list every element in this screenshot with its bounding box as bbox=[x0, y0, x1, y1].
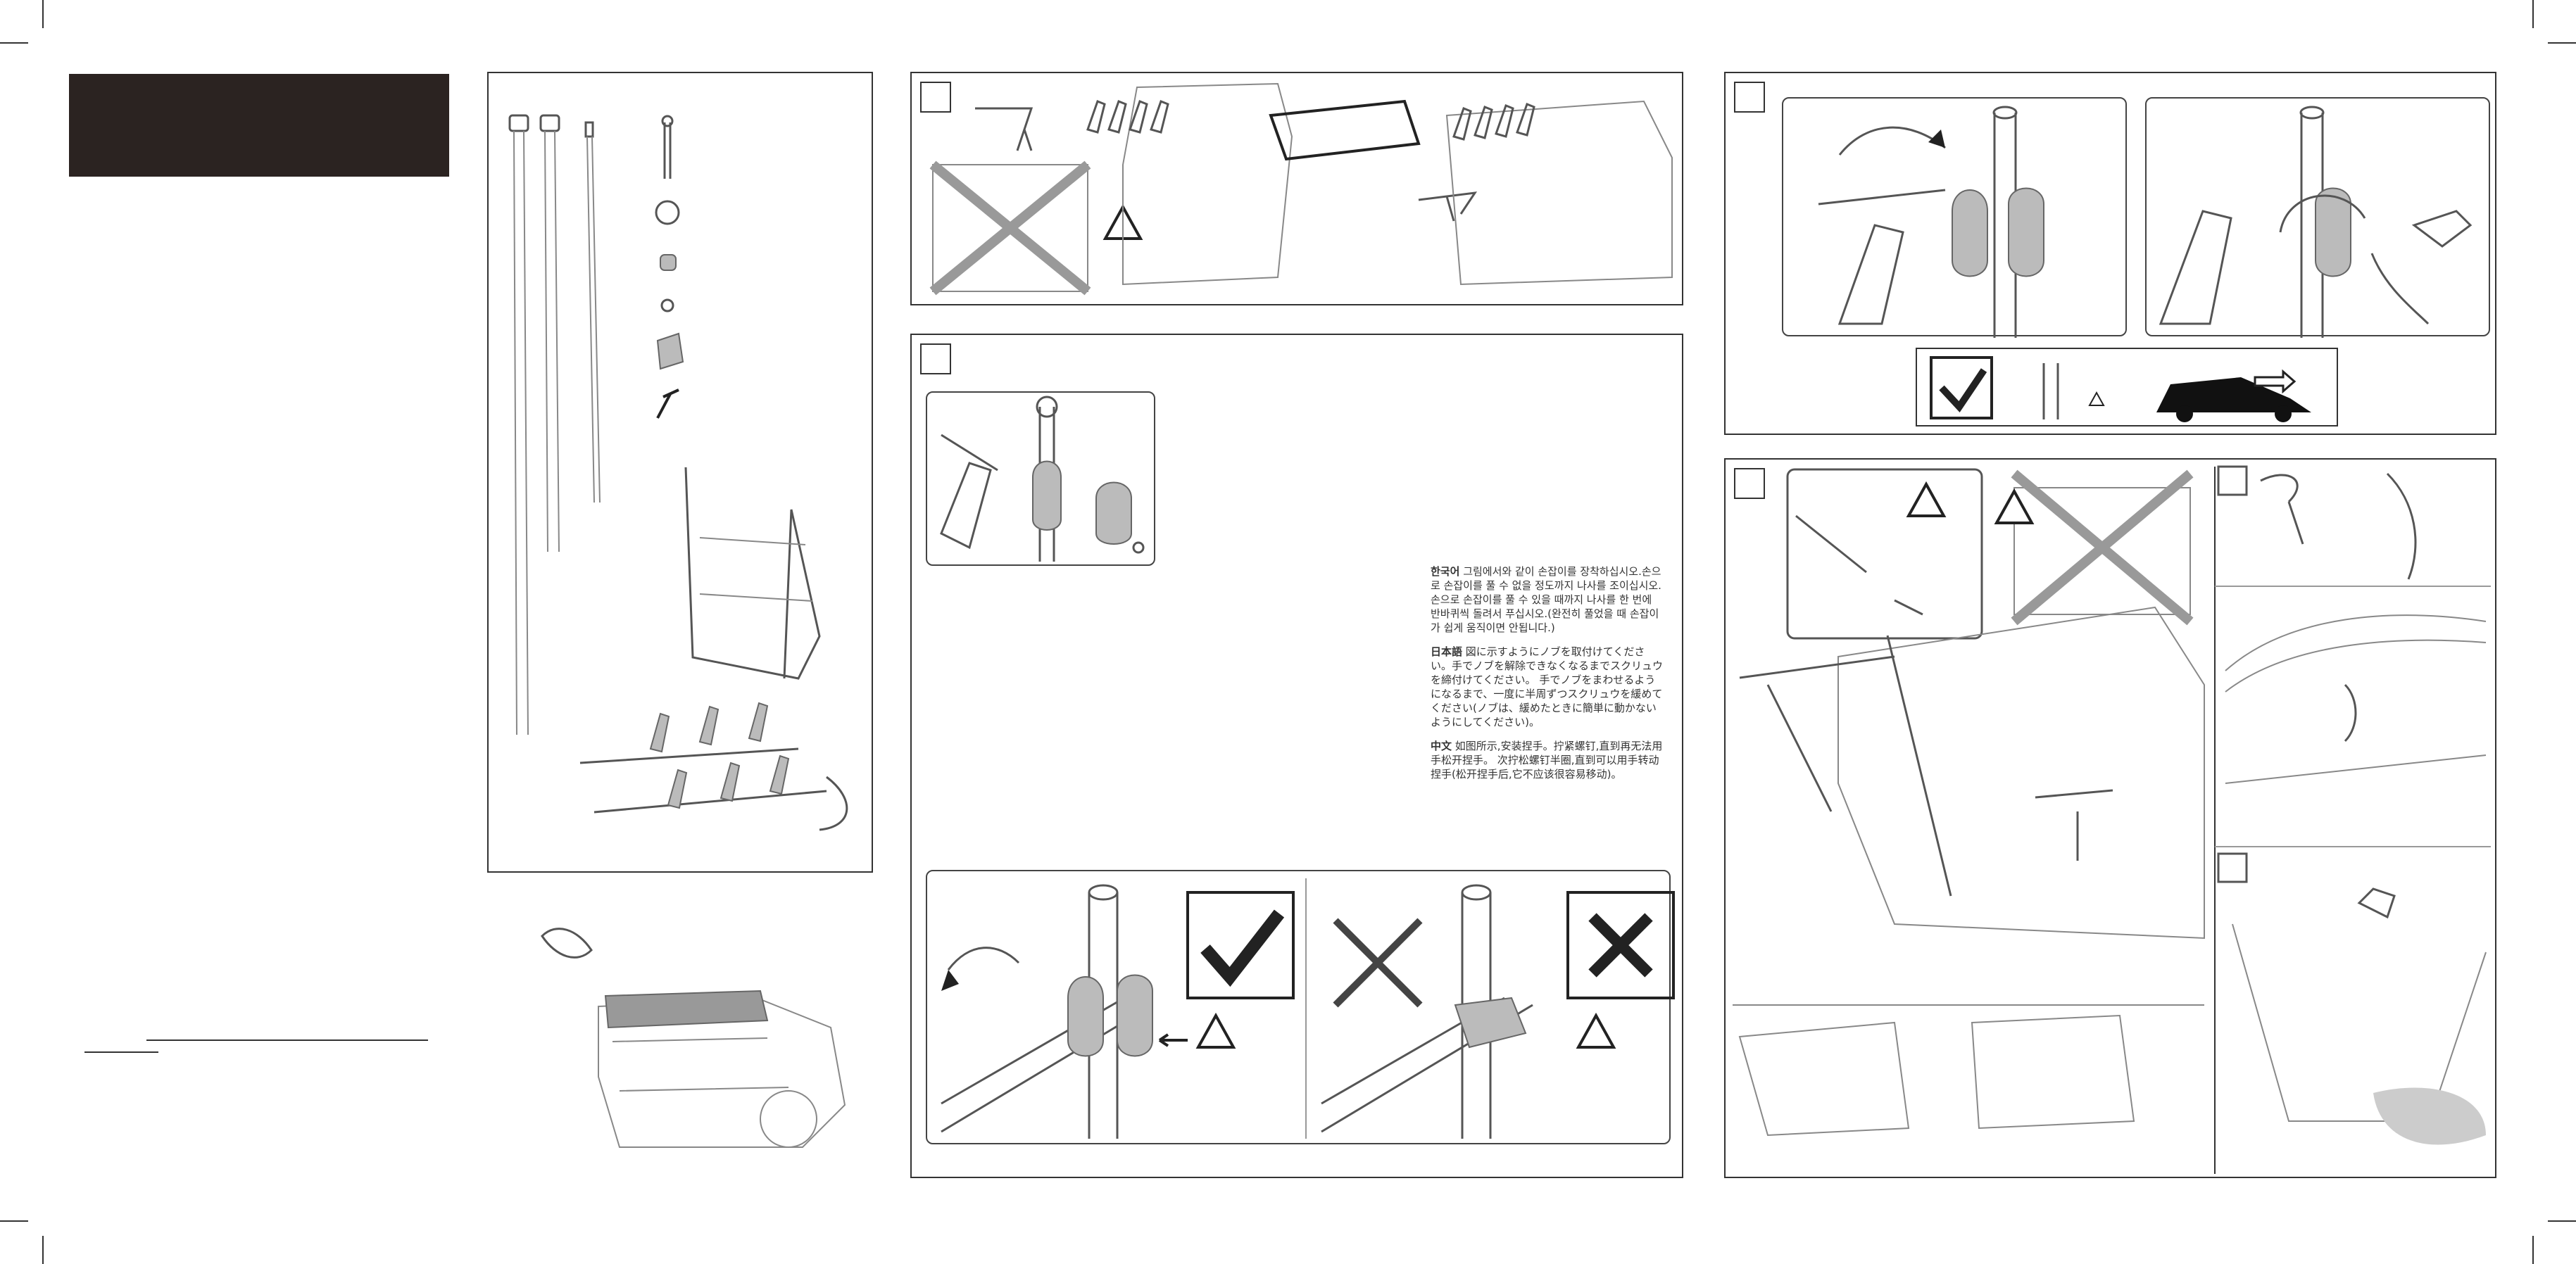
step-number-box bbox=[1734, 468, 1765, 499]
warning-icon bbox=[1994, 488, 2035, 524]
korean-instruction: 한국어 그림에서와 같이 손잡이를 장착하십시오.손으로 손잡이를 풀 수 없을… bbox=[1431, 564, 1663, 635]
arrow-icon bbox=[941, 970, 959, 991]
chinese-label: 中文 bbox=[1431, 740, 1452, 752]
japanese-instruction: 日本語 図に示すようにノブを取付けてください。手でノブを解除できなくなるまでスク… bbox=[1431, 645, 1663, 729]
crop-mark bbox=[2548, 42, 2576, 44]
knob-comparison-drawing bbox=[941, 878, 1675, 1139]
cross-icon bbox=[1588, 913, 1653, 978]
warning-icon bbox=[2088, 391, 2105, 406]
step-4-panel bbox=[1724, 458, 2496, 1178]
chinese-text: 如图所示,安装捏手。拧紧螺钉,直到再无法用手松开捏手。 次拧松螺钉半圈,直到可以… bbox=[1431, 740, 1663, 780]
tighten-drawing-right bbox=[2159, 106, 2473, 338]
parts-panel bbox=[487, 72, 873, 873]
crop-mark bbox=[2532, 1236, 2534, 1264]
chinese-instruction: 中文 如图所示,安装捏手。拧紧螺钉,直到再无法用手松开捏手。 次拧松螺钉半圈,直… bbox=[1431, 739, 1663, 781]
strap-install-drawing bbox=[1733, 465, 2491, 1174]
check-icon bbox=[1200, 909, 1285, 987]
signature-line bbox=[146, 1039, 428, 1041]
japanese-label: 日本語 bbox=[1431, 645, 1463, 658]
car-trunk-illustration bbox=[541, 928, 846, 1148]
knob-exploded-drawing bbox=[940, 396, 1145, 562]
step-number-box bbox=[920, 343, 951, 374]
crop-mark bbox=[42, 1236, 44, 1264]
crop-mark bbox=[0, 1220, 28, 1222]
no-wiper-image bbox=[929, 160, 1143, 296]
crop-mark bbox=[42, 0, 44, 28]
crop-mark bbox=[2532, 0, 2534, 28]
step-number-box bbox=[920, 82, 951, 113]
multilingual-instructions: 한국어 그림에서와 같이 손잡이를 장착하십시오.손으로 손잡이를 풀 수 없을… bbox=[1431, 564, 1663, 791]
result-strip bbox=[1916, 348, 2338, 426]
check-icon bbox=[1939, 368, 1987, 413]
knob-comparison-detail bbox=[926, 870, 1675, 1144]
warning-icon bbox=[1195, 1012, 1236, 1049]
korean-text: 그림에서와 같이 손잡이를 장착하십시오.손으로 손잡이를 풀 수 없을 정도까… bbox=[1431, 565, 1661, 634]
arrow-icon bbox=[1928, 129, 1945, 148]
step-number-box bbox=[1734, 82, 1765, 113]
step-1-drawing bbox=[929, 82, 1673, 296]
crop-mark bbox=[0, 42, 28, 44]
result-strip-drawing bbox=[1930, 356, 2311, 422]
step-3-panel bbox=[1724, 72, 2496, 435]
knob-assembly-detail bbox=[926, 391, 1155, 566]
title-block bbox=[69, 74, 449, 177]
tighten-detail-right bbox=[2145, 97, 2490, 338]
step-2-panel: 한국어 그림에서와 같이 손잡이를 장착하십시오.손으로 손잡이를 풀 수 없을… bbox=[910, 334, 1683, 1178]
korean-label: 한국어 bbox=[1431, 565, 1460, 578]
parts-drawing bbox=[508, 114, 848, 831]
japanese-text: 図に示すようにノブを取付けてください。手でノブを解除できなくなるまでスクリュウを… bbox=[1431, 645, 1664, 728]
tighten-drawing-left bbox=[1818, 106, 2044, 338]
warning-icon bbox=[1906, 481, 1947, 517]
signature-line-short bbox=[84, 1051, 158, 1053]
crop-mark bbox=[2548, 1220, 2576, 1222]
warning-icon bbox=[1576, 1012, 1616, 1049]
tighten-detail-left bbox=[1782, 97, 2127, 338]
step-1-panel bbox=[910, 72, 1683, 305]
